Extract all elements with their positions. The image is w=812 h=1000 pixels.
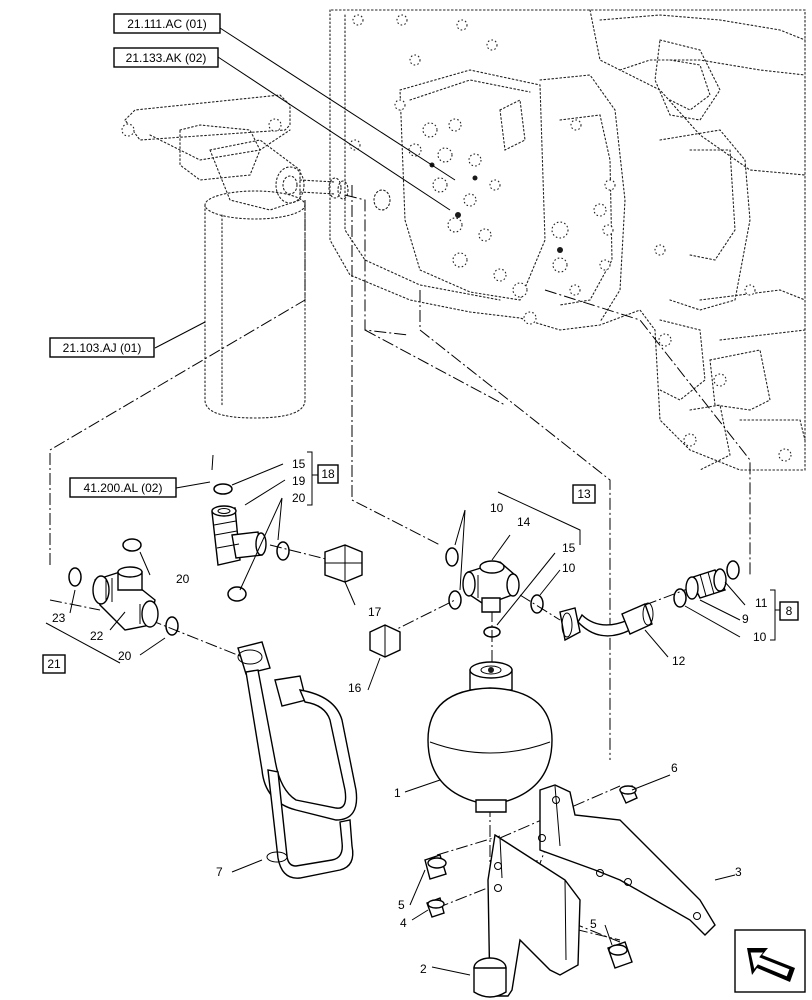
callout-20-upper: 20: [292, 491, 306, 505]
tee-fitting-19: [211, 505, 267, 566]
callout-14: 14: [517, 515, 531, 529]
group-box-21[interactable]: 21: [42, 654, 66, 674]
filter-assembly: [121, 94, 391, 419]
nut-16: [369, 624, 401, 658]
adapter-9: [685, 568, 727, 600]
svg-text:13: 13: [577, 487, 591, 501]
callout-7: 7: [216, 865, 223, 879]
callout-15-center: 15: [562, 541, 576, 555]
assembly-guide-lines: [49, 185, 751, 995]
callout-23: 23: [52, 611, 66, 625]
callout-10-mid: 10: [562, 561, 576, 575]
tee-fitting-14: [462, 560, 520, 613]
svg-text:18: 18: [321, 467, 335, 481]
svg-text:41.200.AL (02): 41.200.AL (02): [84, 481, 163, 495]
callout-20-lower: 20: [118, 649, 132, 663]
callout-4: 4: [400, 916, 407, 930]
pipe-7: [237, 641, 358, 879]
reference-label-21-111-ac[interactable]: 21.111.AC (01): [113, 13, 221, 34]
next-page-arrow-icon[interactable]: [734, 929, 806, 993]
callout-15-upper: 15: [292, 457, 306, 471]
callout-17: 17: [368, 605, 382, 619]
callout-3: 3: [735, 865, 742, 879]
reference-label-21-133-ak[interactable]: 21.133.AK (02): [113, 47, 219, 68]
accumulator-1: [427, 661, 553, 813]
callout-6: 6: [671, 761, 678, 775]
transmission-housing: [329, 9, 806, 471]
group-box-18[interactable]: 18: [317, 464, 339, 484]
callout-20-left: 20: [176, 572, 190, 586]
callout-16: 16: [348, 681, 362, 695]
callout-22: 22: [90, 629, 104, 643]
callout-11: 11: [755, 596, 768, 610]
svg-text:21.103.AJ (01): 21.103.AJ (01): [63, 341, 142, 355]
bracket-3: [538, 784, 716, 936]
group-brackets: [307, 451, 780, 641]
callout-10-top: 10: [490, 501, 504, 515]
reference-label-41-200-al[interactable]: 41.200.AL (02): [69, 477, 177, 498]
o-rings: [68, 483, 740, 638]
tee-fitting-22: [92, 566, 159, 631]
callout-19: 19: [292, 474, 306, 488]
leader-lines: [45, 27, 746, 976]
nut-17: [324, 544, 363, 583]
pipe-12: [559, 602, 654, 642]
callout-12: 12: [672, 654, 686, 668]
callout-numbers: 15 19 20 20 23 22 20 17 16 10 14 15 10 1…: [52, 457, 768, 976]
bolts: [424, 785, 638, 969]
callout-5-right: 5: [590, 917, 597, 931]
svg-text:8: 8: [786, 604, 793, 618]
svg-text:21.133.AK (02): 21.133.AK (02): [126, 51, 207, 65]
callout-2: 2: [420, 962, 427, 976]
callout-10-right: 10: [753, 630, 767, 644]
group-box-8[interactable]: 8: [779, 601, 799, 621]
group-box-13[interactable]: 13: [572, 484, 596, 504]
callout-1: 1: [394, 786, 401, 800]
callout-5-left: 5: [398, 898, 405, 912]
callout-9: 9: [742, 612, 749, 626]
bracket-2: [473, 833, 581, 998]
reference-label-21-103-aj[interactable]: 21.103.AJ (01): [49, 337, 155, 358]
svg-text:21: 21: [47, 657, 61, 671]
svg-text:21.111.AC (01): 21.111.AC (01): [127, 17, 207, 31]
